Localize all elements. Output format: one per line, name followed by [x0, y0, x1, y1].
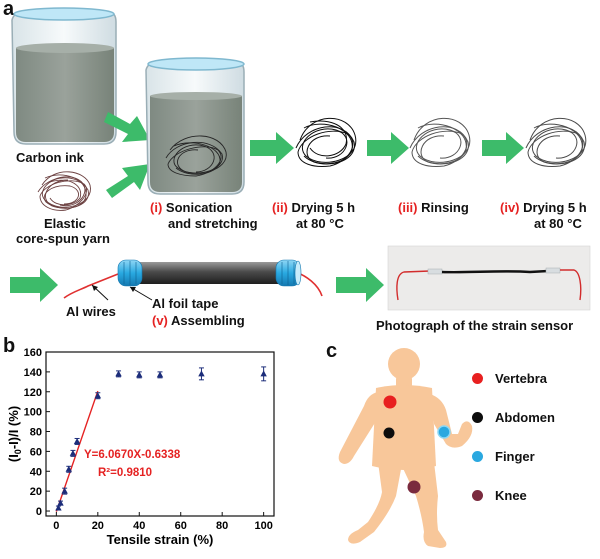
x-tick-label: 80: [216, 520, 228, 532]
fit-equation: Y=6.0670X-0.6338: [84, 449, 181, 461]
panel-c-letter: c: [326, 340, 338, 362]
abdomen-marker: [383, 427, 395, 439]
data-point: [65, 465, 72, 472]
step-line2: at 80 °C: [296, 216, 344, 231]
data-point: [136, 371, 143, 378]
step-number: (iii): [398, 200, 418, 215]
step-line2: and stretching: [168, 216, 258, 231]
data-point: [57, 499, 64, 506]
carbon-ink-label: Carbon ink: [16, 150, 84, 165]
sensor-assembly: [63, 259, 323, 301]
plot-frame: [45, 351, 275, 517]
y-tick-label: 40: [30, 466, 42, 478]
legend-label: Vertebra: [495, 370, 548, 386]
data-point: [260, 370, 267, 377]
data-point: [73, 437, 81, 444]
fit-r-squared: R²=0.9810: [98, 467, 152, 479]
sonication-beaker: [145, 57, 245, 195]
legend-label: Finger: [495, 448, 535, 464]
data-point: [94, 392, 102, 399]
step-number: (v): [152, 313, 168, 328]
carbon-ink-beaker: [11, 7, 117, 145]
data-point: [61, 487, 68, 494]
step-number: (i): [150, 200, 163, 215]
legend-swatch: [472, 450, 483, 462]
step-sonication: (i) Sonication and stretching: [150, 200, 258, 232]
body-silhouette: [338, 348, 473, 548]
legend-item: Finger: [472, 448, 535, 464]
step-line1: Rinsing: [421, 200, 469, 215]
assembling-text: Assembling: [171, 313, 245, 328]
x-tick-label: 0: [53, 520, 59, 532]
step-line1: Drying 5 h: [523, 200, 587, 215]
yarn-label-line2: core-spun yarn: [16, 231, 110, 246]
data-point: [198, 370, 205, 377]
yarn-label-line1: Elastic: [44, 216, 86, 231]
step-number: (iv): [500, 200, 520, 215]
legend-item: Knee: [472, 487, 527, 503]
legend-swatch: [472, 372, 483, 384]
step-rinsing: (iii) Rinsing: [398, 200, 469, 216]
dried-yarn: [295, 117, 357, 167]
x-tick-label: 60: [175, 520, 187, 532]
step-line1: Sonication: [165, 200, 233, 215]
y-tick-label: 0: [36, 506, 42, 518]
x-tick-label: 100: [254, 520, 272, 532]
step-drying-2: (iv) Drying 5 h at 80 °C: [500, 200, 587, 232]
panel-b-letter: b: [3, 335, 16, 357]
data-point: [156, 371, 164, 378]
step-drying-1: (ii) Drying 5 h at 80 °C: [272, 200, 355, 232]
human-figure: [338, 348, 473, 548]
y-axis-label: (I0-I)/I (%): [6, 406, 23, 462]
assembling-label: (v) Assembling: [152, 313, 245, 329]
legend-item: Vertebra: [472, 370, 547, 386]
y-tick-label: 100: [24, 407, 42, 419]
legend-label: Knee: [495, 487, 527, 503]
legend-label: Abdomen: [495, 409, 555, 425]
process-arrows: [10, 112, 524, 302]
strain-response-chart: 0 20 40 60 80 100 0 20 40 60 80 100 120 140 160Tensile…: [6, 347, 275, 547]
photo-caption: Photograph of the strain sensor: [376, 318, 574, 333]
x-tick-label: 40: [133, 520, 145, 532]
x-axis-label: Tensile strain (%): [107, 532, 214, 547]
x-tick-label: 20: [92, 520, 104, 532]
al-foil-label: Al foil tape: [152, 296, 219, 311]
final-yarn: [525, 117, 587, 167]
y-tick-label: 80: [30, 427, 42, 439]
y-tick-label: 20: [30, 486, 42, 498]
data-point: [69, 449, 77, 456]
data-point: [115, 370, 122, 377]
panel-a-letter: a: [3, 0, 15, 20]
legend-swatch: [472, 489, 483, 501]
y-tick-label: 60: [30, 446, 42, 458]
y-tick-label: 120: [24, 387, 42, 399]
y-tick-label: 140: [24, 367, 42, 379]
sensor-photograph: [387, 245, 591, 311]
step-line1: Drying 5 h: [291, 200, 356, 215]
knee-marker: [407, 480, 421, 494]
y-tick-label: 160: [24, 347, 42, 359]
al-wires-label: Al wires: [66, 304, 116, 319]
finger-marker: [437, 425, 451, 439]
panel-a-illustration: [10, 7, 591, 311]
vertebra-marker: [383, 395, 397, 409]
legend-swatch: [472, 411, 483, 423]
data-point: [55, 504, 62, 511]
step-line2: at 80 °C: [534, 216, 582, 231]
rinsed-yarn: [409, 117, 471, 167]
elastic-yarn-bundle: [37, 171, 91, 211]
step-number: (ii): [272, 200, 288, 215]
legend-item: Abdomen: [472, 409, 555, 425]
